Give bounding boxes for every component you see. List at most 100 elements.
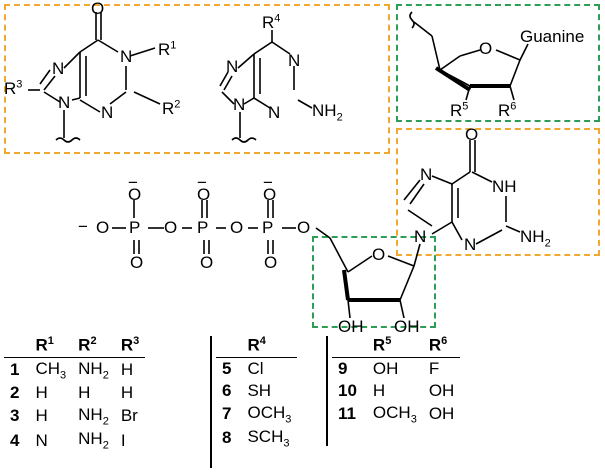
atom-n7-1: N — [52, 59, 65, 78]
row-number: 2 — [10, 383, 20, 403]
atom-o-4: O — [297, 218, 311, 237]
structure-ribose-r5-r6 — [409, 11, 529, 101]
cell: Br — [120, 406, 138, 426]
cell: H — [35, 383, 48, 403]
atom-n9-4: N — [414, 227, 427, 246]
label-r6: R6 — [498, 100, 517, 120]
atom-n7-4: N — [420, 165, 433, 184]
header-r5: R5 — [366, 334, 423, 358]
atom-o-carbonyl-1: O — [91, 0, 105, 18]
table-header-row: R4 — [216, 334, 298, 358]
cell: OH — [372, 358, 399, 378]
atom-o-9: O — [200, 253, 214, 272]
label-r1: R1 — [158, 39, 177, 59]
row-number: 9 — [338, 358, 348, 378]
atom-nh2-2: NH2 — [312, 101, 343, 124]
label-guanine: Guanine — [520, 27, 585, 46]
cell: NH2 — [78, 358, 109, 382]
structure-purine-r4 — [219, 30, 313, 143]
row-number: 8 — [222, 428, 232, 448]
table-row: 9 OH F — [332, 357, 460, 380]
table-row: 11 OCH3 OH — [332, 402, 460, 426]
table-header-row: R1 R2 R3 — [4, 334, 146, 358]
label-r4: R4 — [262, 12, 281, 32]
atom-minus-1: − — [78, 217, 88, 236]
row-number: 6 — [222, 380, 232, 400]
atom-o-10: O — [264, 253, 278, 272]
cell: H — [35, 406, 48, 426]
atom-o-ring-3: O — [479, 39, 493, 58]
cell: H — [120, 383, 134, 403]
table-row: 8 SCH3 — [216, 426, 297, 450]
atom-oh-2prime: OH — [394, 317, 420, 336]
cell: OCH3 — [372, 402, 417, 426]
box-gtp-base — [396, 128, 600, 256]
row-number: 10 — [338, 380, 357, 400]
cell: Cl — [247, 358, 264, 378]
cell: SCH3 — [247, 427, 290, 450]
cell: N — [35, 430, 48, 450]
atom-n3-1: N — [101, 103, 114, 122]
table-separator-1 — [210, 336, 212, 468]
cell: OH — [428, 403, 455, 423]
label-r5: R5 — [450, 100, 469, 120]
atom-minus-2: − — [128, 173, 138, 192]
atom-minus-4: − — [263, 173, 273, 192]
atom-n7-2: N — [226, 57, 239, 76]
row-number: 11 — [338, 403, 356, 423]
box-modified-guanine-base — [4, 4, 390, 154]
row-number: 5 — [222, 358, 232, 378]
atom-p-gamma: P — [262, 218, 274, 237]
header-r2: R2 — [72, 334, 115, 358]
atom-p-alpha: P — [129, 218, 141, 237]
table-corner — [216, 334, 242, 358]
row-number: 1 — [10, 359, 20, 379]
atom-n1-1: N — [120, 47, 133, 66]
atom-minus-3: − — [197, 173, 207, 192]
table-row: 5 Cl — [216, 357, 297, 380]
atom-o-ribose-4: O — [372, 245, 386, 264]
atom-o-carbonyl-4: O — [465, 125, 479, 144]
atom-n9-1: N — [58, 93, 71, 112]
atom-o-8: O — [130, 253, 144, 272]
atom-n3-4: N — [464, 235, 477, 254]
header-r3: R3 — [114, 334, 146, 358]
label-r3: R3 — [4, 78, 23, 98]
atom-oh-3prime: OH — [338, 317, 364, 336]
table-header-row: R5 R6 — [332, 334, 461, 358]
atom-p-beta: P — [197, 218, 209, 237]
box-gtp-ribose — [312, 236, 436, 328]
structure-purine-r1-r3 — [28, 12, 161, 143]
atom-o-2: O — [164, 218, 178, 237]
atom-nh2-4: NH2 — [520, 227, 551, 250]
cell: H — [120, 359, 134, 379]
cell: NH2 — [78, 429, 109, 452]
cell: H — [78, 383, 91, 403]
table-corner — [4, 334, 30, 358]
cell: CH3 — [35, 358, 67, 382]
atom-o-5: O — [128, 185, 142, 204]
atom-o-6: O — [197, 185, 211, 204]
cell: OCH3 — [247, 402, 292, 426]
cell: F — [428, 358, 440, 378]
header-r6: R6 — [422, 334, 461, 358]
structure-gtp — [112, 140, 521, 319]
table-row: 1 CH3 NH2 H — [4, 357, 145, 382]
atom-n1-2: N — [288, 51, 301, 70]
cell: NH2 — [78, 405, 109, 428]
atom-o-3: O — [230, 218, 244, 237]
label-r2: R2 — [162, 98, 181, 118]
table-corner — [332, 334, 367, 358]
atom-n3-2: N — [268, 103, 281, 122]
atom-o-7: O — [263, 185, 277, 204]
cell: I — [120, 430, 126, 450]
